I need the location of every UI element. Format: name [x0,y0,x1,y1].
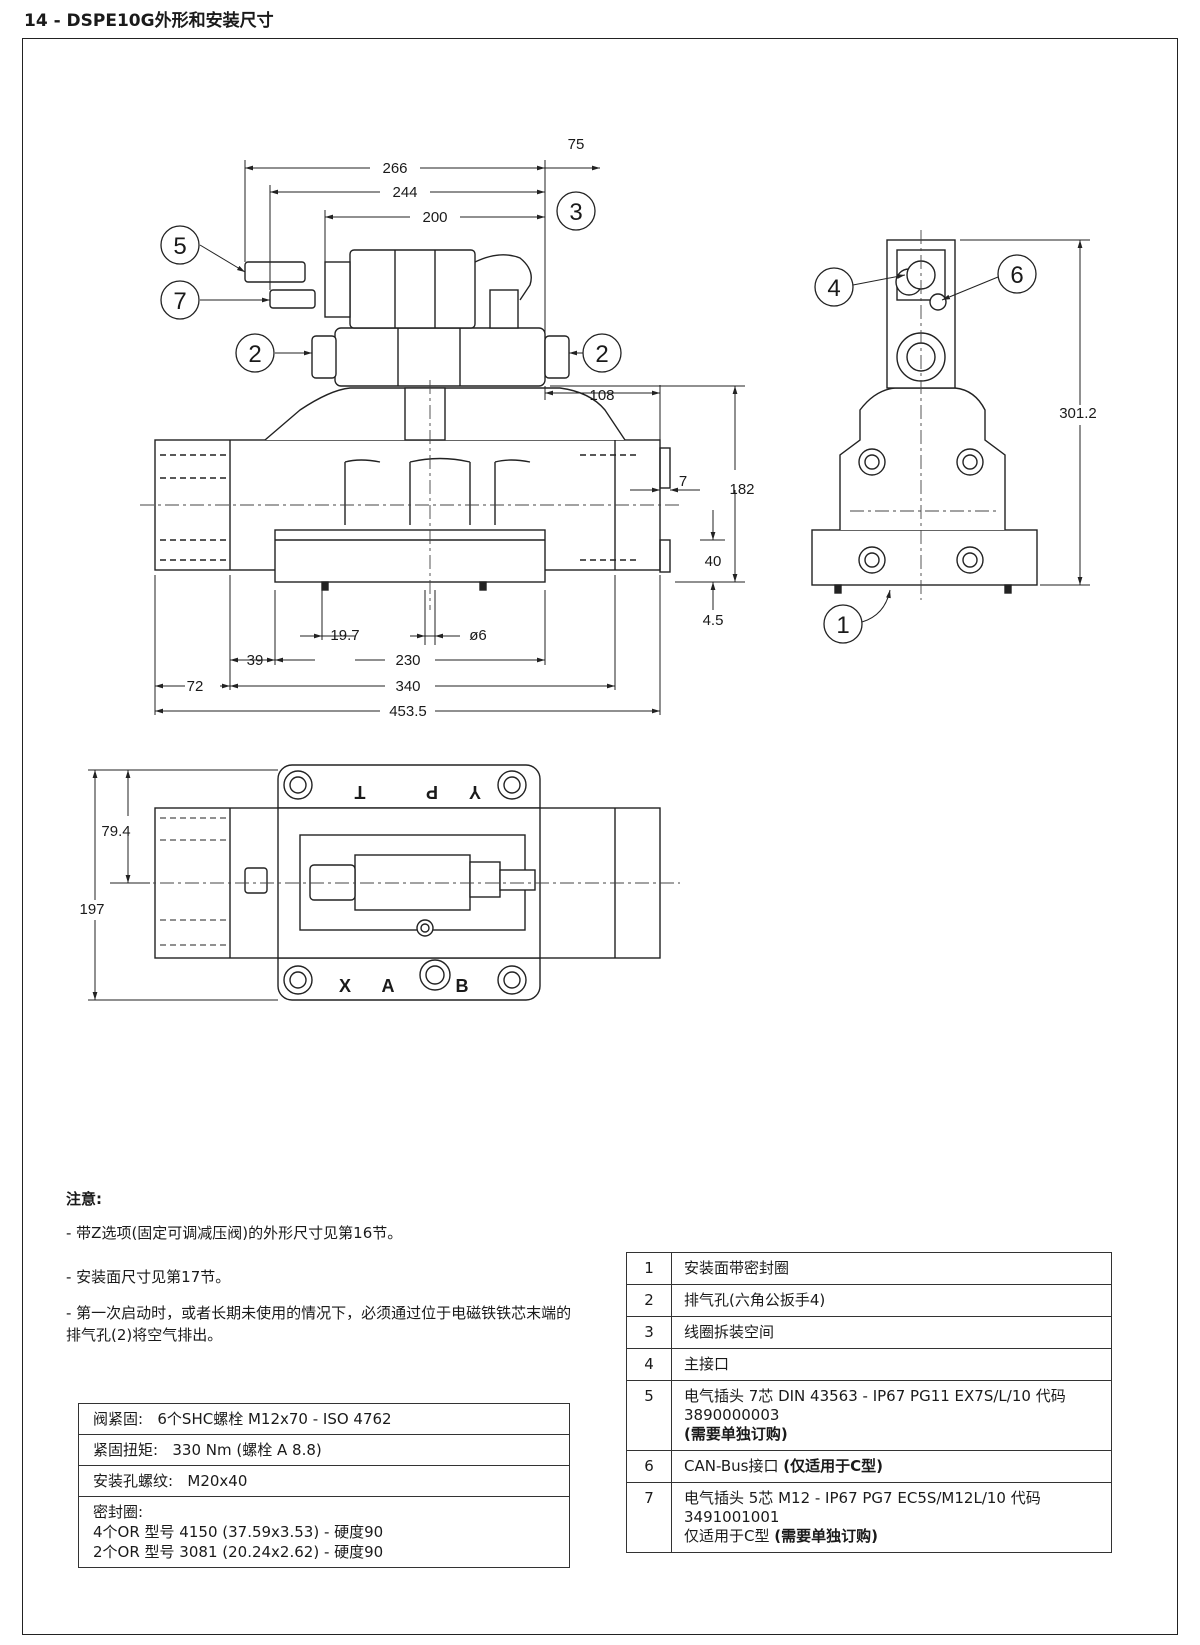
callout-1: 1 [836,612,849,639]
callout-2-left: 2 [248,341,261,368]
dim-19-7: 19.7 [330,627,359,644]
table-cell: 安装孔螺纹: M20x40 [78,1465,570,1497]
note-item: - 带Z选项(固定可调减压阀)的外形尺寸见第16节。 [66,1224,403,1242]
legend-number: 2 [626,1284,672,1317]
table-row: 5 电气插头 7芯 DIN 43563 - IP67 PG11 EX7S/L/1… [626,1380,1112,1451]
callout-5: 5 [173,233,186,260]
specs-table: 阀紧固: 6个SHC螺栓 M12x70 - ISO 4762 紧固扭矩: 330… [78,1403,570,1568]
table-row: 4 主接口 [626,1348,1112,1381]
port-label-y: Y [469,782,481,802]
port-label-b: B [456,976,469,996]
callout-7: 7 [173,288,186,315]
dim-39: 39 [247,652,264,669]
port-label-t: T [355,782,366,802]
notes-section: 注意: - 带Z选项(固定可调减压阀)的外形尺寸见第16节。 - 安装面尺寸见第… [66,1188,586,1360]
port-label-p: P [426,782,438,802]
table-row: 密封圈: 4个OR 型号 4150 (37.59x3.53) - 硬度90 2个… [78,1496,570,1568]
callout-4: 4 [827,275,840,302]
dim-340: 340 [395,678,420,695]
dim-4-5: 4.5 [703,612,724,629]
legend-text: 电气插头 5芯 M12 - IP67 PG7 EC5S/M12L/10 代码 3… [671,1482,1112,1553]
callout-6: 6 [1010,262,1023,289]
dim-230: 230 [395,652,420,669]
legend-text: 线圈拆装空间 [671,1316,1112,1349]
legend-number: 6 [626,1450,672,1483]
notes-title: 注意: [66,1190,102,1208]
dim-108: 108 [589,387,614,404]
legend-number: 1 [626,1252,672,1285]
table-row: 紧固扭矩: 330 Nm (螺栓 A 8.8) [78,1434,570,1466]
legend-text: 主接口 [671,1348,1112,1381]
legend-number: 4 [626,1348,672,1381]
table-row: 7 电气插头 5芯 M12 - IP67 PG7 EC5S/M12L/10 代码… [626,1482,1112,1553]
table-row: 2 排气孔(六角公扳手4) [626,1284,1112,1317]
legend-text: 电气插头 7芯 DIN 43563 - IP67 PG11 EX7S/L/10 … [671,1380,1112,1451]
table-cell: 紧固扭矩: 330 Nm (螺栓 A 8.8) [78,1434,570,1466]
legend-number: 5 [626,1380,672,1451]
legend-number: 7 [626,1482,672,1553]
note-item: - 第一次启动时，或者长期未使用的情况下，必须通过位于电磁铁铁芯末端的排气孔(2… [66,1304,572,1344]
dim-266: 266 [382,160,407,177]
dim-72: 72 [187,678,204,695]
dim-453-5: 453.5 [389,703,427,720]
dim-182: 182 [729,481,754,498]
legend-table: 1 安装面带密封圈 2 排气孔(六角公扳手4) 3 线圈拆装空间 4 主接口 5… [626,1252,1112,1553]
callout-3: 3 [569,199,582,226]
legend-text: 安装面带密封圈 [671,1252,1112,1285]
dim-79-4: 79.4 [101,823,130,840]
table-row: 1 安装面带密封圈 [626,1252,1112,1285]
dim-244: 244 [392,184,417,201]
dim-75: 75 [568,136,585,153]
table-cell: 密封圈: 4个OR 型号 4150 (37.59x3.53) - 硬度90 2个… [78,1496,570,1568]
table-row: 阀紧固: 6个SHC螺栓 M12x70 - ISO 4762 [78,1403,570,1435]
page-title: 14 - DSPE10G外形和安装尺寸 [24,11,274,31]
legend-text: CAN-Bus接口 (仅适用于C型) [671,1450,1112,1483]
callout-2-right: 2 [595,341,608,368]
table-row: 3 线圈拆装空间 [626,1316,1112,1349]
port-label-x: X [339,976,351,996]
dim-40: 40 [705,553,722,570]
legend-text: 排气孔(六角公扳手4) [671,1284,1112,1317]
dim-d6: ø6 [469,627,487,644]
dim-197: 197 [79,901,104,918]
note-item: - 安装面尺寸见第17节。 [66,1268,231,1286]
dim-200: 200 [422,209,447,226]
dim-301-2: 301.2 [1059,405,1097,422]
dim-7: 7 [679,473,687,490]
port-label-a: A [382,976,395,996]
drawing-frame [22,38,1178,1635]
table-row: 6 CAN-Bus接口 (仅适用于C型) [626,1450,1112,1483]
legend-number: 3 [626,1316,672,1349]
table-row: 安装孔螺纹: M20x40 [78,1465,570,1497]
table-cell: 阀紧固: 6个SHC螺栓 M12x70 - ISO 4762 [78,1403,570,1435]
